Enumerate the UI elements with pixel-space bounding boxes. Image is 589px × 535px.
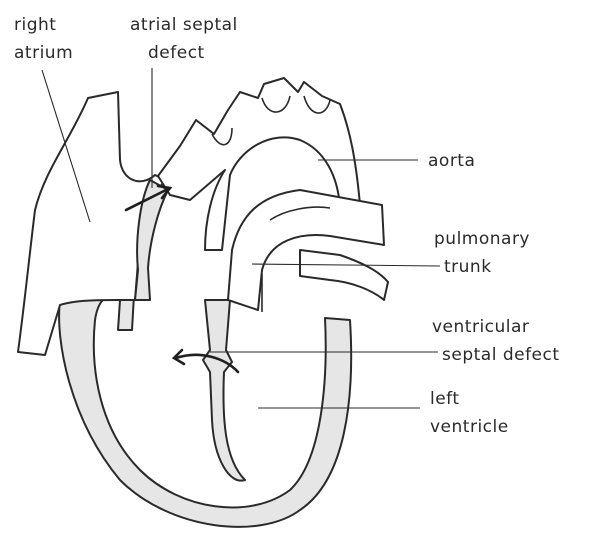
label-ventricular-septal-defect: ventricular septal defect	[432, 317, 560, 365]
label-aorta: aorta	[428, 151, 475, 171]
label-pulmonary-trunk: pulmonary trunk	[434, 229, 536, 277]
label-atrial-septal-defect: atrial septal defect	[130, 15, 244, 63]
interventricular-septum	[203, 300, 245, 481]
label-left-ventricle: left ventricle	[430, 389, 509, 437]
pulmonary-branch	[300, 250, 388, 300]
ventricle-wall	[59, 282, 351, 527]
label-right-atrium: right atrium	[14, 15, 73, 63]
